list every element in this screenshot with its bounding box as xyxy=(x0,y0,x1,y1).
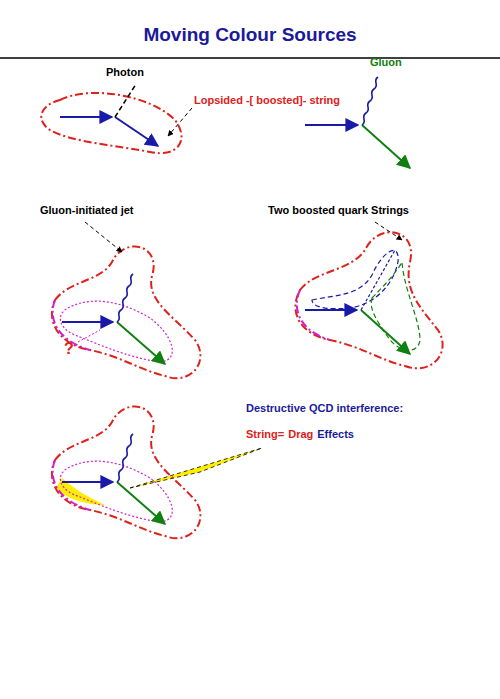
strings-label: Two boosted quark Strings xyxy=(268,204,409,217)
interference-label: Destructive QCD interference: xyxy=(246,402,403,415)
quark-arrow xyxy=(362,125,410,168)
quark-string xyxy=(60,301,172,362)
string-loop xyxy=(41,93,181,153)
quark-arrow xyxy=(305,124,358,126)
string-loop xyxy=(297,290,330,340)
photon-line xyxy=(115,84,136,117)
quark-arrow xyxy=(305,309,357,311)
gluon-wave xyxy=(117,274,133,322)
quark-string xyxy=(312,250,398,308)
question-mark: ? xyxy=(64,340,74,358)
leader-line xyxy=(85,222,122,252)
quark-string xyxy=(60,461,172,522)
title-rule xyxy=(0,57,500,59)
gluon-wave xyxy=(362,77,378,125)
gluon-label: Gluon xyxy=(370,56,402,69)
drag-label: Effects xyxy=(317,428,354,441)
drag-label: String= xyxy=(246,428,284,441)
leader-line xyxy=(375,222,402,240)
string-loop xyxy=(52,406,201,538)
quark-arrow xyxy=(361,310,410,354)
title: Moving Colour Sources xyxy=(143,24,356,46)
string-loop xyxy=(295,232,442,368)
leader-line xyxy=(78,330,100,342)
quark-arrow xyxy=(117,322,165,364)
callout-wedge xyxy=(130,448,262,488)
quark-line xyxy=(361,250,395,310)
quark-arrow xyxy=(115,117,158,146)
string-loop xyxy=(52,246,201,378)
gluon-wave xyxy=(117,434,133,482)
jet-label: Gluon-initiated jet xyxy=(40,204,134,217)
leader-line xyxy=(168,108,192,136)
photon-label: Photon xyxy=(106,66,144,79)
quark-arrow xyxy=(62,481,113,483)
quark-arrow xyxy=(62,321,113,323)
drag-label: Drag xyxy=(288,428,313,441)
string-loop xyxy=(53,460,90,510)
quark-arrow xyxy=(117,482,165,524)
quark-arrow xyxy=(60,116,112,118)
quark-string xyxy=(371,262,420,350)
string-label: Lopsided -[ boosted]- string xyxy=(194,94,340,107)
